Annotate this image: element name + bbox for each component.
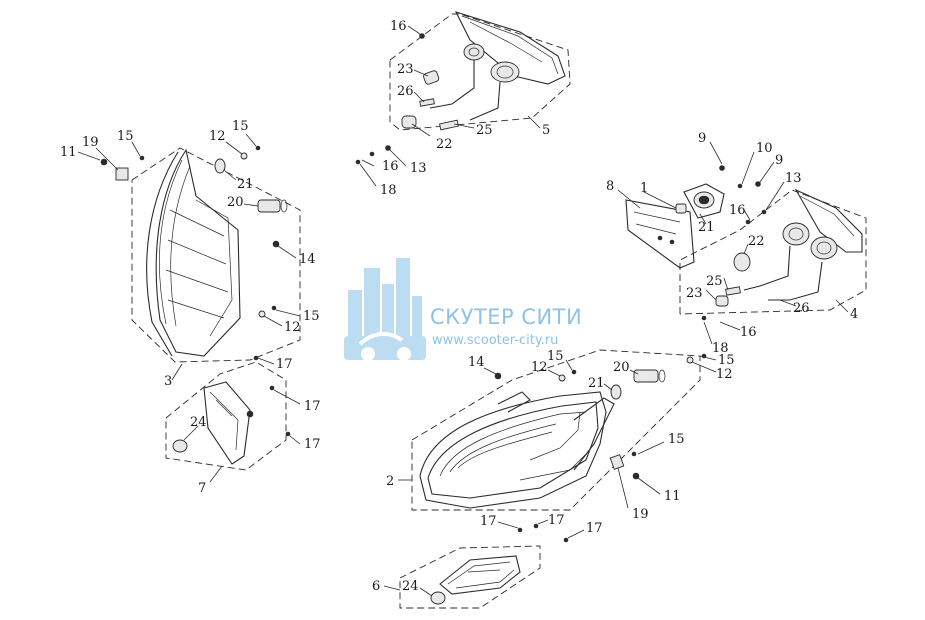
part-2-main-headlight [411,349,707,511]
left-leader-lines [77,133,301,381]
callout-24: 24 [402,579,419,594]
part-5-bulb-socket-assembly [355,11,571,165]
callout-16: 16 [390,19,407,34]
callout-1: 1 [640,181,648,196]
callout-7: 7 [198,481,206,496]
callout-6: 6 [372,579,380,594]
watermark-url: www.scooter-city.ru [432,333,558,348]
left-callouts: 11 19 15 12 15 21 20 14 15 12 3 [60,119,320,389]
turn-bottom-leader-lines [383,519,585,597]
center-leader-lines [398,359,665,509]
callout-17: 17 [304,437,321,452]
callout-19: 19 [82,135,99,150]
callout-22: 22 [436,137,453,152]
part-6-front-turn-signal [399,523,569,609]
callout-11: 11 [60,145,77,160]
callout-17: 17 [548,513,565,528]
callout-21: 21 [588,376,605,391]
callout-25: 25 [706,274,723,289]
callout-15: 15 [303,309,320,324]
callout-21: 21 [698,220,715,235]
watermark-brand: СКУТЕР СИТИ [430,305,582,329]
callout-9: 9 [775,153,783,168]
callout-18: 18 [380,183,397,198]
callout-8: 8 [606,179,614,194]
callout-12: 12 [284,320,301,335]
right-callouts: 9 10 9 8 1 13 16 21 22 25 23 26 4 18 16 … [606,131,858,382]
callout-12: 12 [531,360,548,375]
callout-3: 3 [164,374,172,389]
callout-20: 20 [613,360,630,375]
callout-22: 22 [748,234,765,249]
callout-15: 15 [718,353,735,368]
part-3-left-headlight [100,145,301,363]
callout-16: 16 [382,159,399,174]
callout-18: 18 [712,341,729,356]
center-callouts: 14 12 15 20 21 2 15 11 19 [386,349,685,522]
callout-23: 23 [397,62,414,77]
callout-12: 12 [209,129,226,144]
callout-15: 15 [547,349,564,364]
callout-23: 23 [686,286,703,301]
callout-13: 13 [410,161,427,176]
callout-12: 12 [716,367,733,382]
watermark-logo [344,258,426,361]
turn-left-leader-lines [183,357,301,483]
callout-17: 17 [304,399,321,414]
callout-17: 17 [480,514,497,529]
callout-15: 15 [232,119,249,134]
top-leader-lines [359,25,541,187]
turn-left-callouts: 17 17 24 17 7 [190,357,321,496]
callout-16: 16 [740,325,757,340]
callout-9: 9 [698,131,706,146]
callout-10: 10 [756,141,773,156]
callout-5: 5 [542,123,550,138]
part-1-license-lamp [675,165,761,219]
callout-14: 14 [468,355,485,370]
callout-26: 26 [793,301,810,316]
callout-14: 14 [299,252,316,267]
callout-16: 16 [729,203,746,218]
right-leader-lines [617,141,849,373]
callout-17: 17 [586,521,603,536]
callout-11: 11 [664,489,681,504]
callout-20: 20 [227,195,244,210]
callout-15: 15 [117,129,134,144]
callout-2: 2 [386,474,394,489]
callout-26: 26 [397,84,414,99]
callout-19: 19 [632,507,649,522]
part-7-left-turn-signal [165,355,291,471]
callout-13: 13 [785,171,802,186]
callout-17: 17 [276,357,293,372]
callout-21: 21 [237,177,254,192]
callout-25: 25 [476,123,493,138]
top-callouts: 16 23 26 22 25 5 16 13 18 [380,19,550,198]
callout-15: 15 [668,432,685,447]
callout-4: 4 [850,307,858,322]
turn-bottom-callouts: 17 17 17 6 24 [372,513,603,594]
part-4-tail-light-assembly [679,188,867,321]
callout-24: 24 [190,415,207,430]
